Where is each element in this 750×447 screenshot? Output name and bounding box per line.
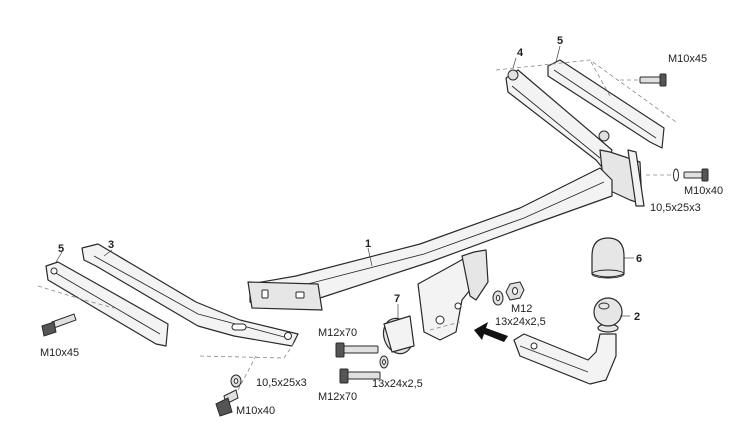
ball-cap-6 <box>591 237 625 279</box>
right-bracket-5 <box>547 59 665 149</box>
left-bracket-5 <box>45 261 169 347</box>
label-bolt-m10x45-left: M10x45 <box>40 347 79 359</box>
label-part-2: 2 <box>634 311 640 323</box>
ball-neck-2 <box>513 297 623 385</box>
washer-10-5-bottom <box>230 374 242 388</box>
bolt-m12x70-lower <box>339 368 381 384</box>
label-part-4: 4 <box>517 47 524 59</box>
label-part-7: 7 <box>394 293 400 305</box>
bolt-m10x45-left <box>41 313 77 337</box>
label-bolt-m10x45-top: M10x45 <box>668 53 707 65</box>
label-part-5-top: 5 <box>557 35 563 47</box>
label-nut-m12: M12 <box>511 303 532 315</box>
right-bracket-dash <box>495 59 677 123</box>
insert-direction-arrow <box>474 322 508 342</box>
left-bracket-dash <box>37 285 115 309</box>
label-washer-13-upper: 13x24x2,5 <box>495 316 546 328</box>
label-washer-10-5-bottom: 10,5x25x3 <box>256 377 307 389</box>
left-bracket-dash-2 <box>199 339 297 359</box>
label-part-6: 6 <box>636 253 642 265</box>
washer-13-upper <box>492 290 504 306</box>
washer-13-lower <box>379 355 389 369</box>
label-bolt-m10x40-bottom: M10x40 <box>236 405 275 417</box>
crossbar-1 <box>247 167 613 311</box>
ball-holder-bracket <box>417 249 489 341</box>
label-part-5-left: 5 <box>58 243 64 255</box>
label-bolt-m10x40-right: M10x40 <box>684 185 723 197</box>
label-washer-13-lower: 13x24x2,5 <box>372 378 423 390</box>
bolt-m10x40-bottom <box>215 389 239 417</box>
bolt-m12x70-upper <box>335 342 379 358</box>
label-bolt-m12x70-lower: M12x70 <box>318 391 357 403</box>
bolt-m10x45-top <box>639 73 667 87</box>
label-bolt-m12x70-upper: M12x70 <box>318 327 357 339</box>
left-bracket-3 <box>81 243 299 347</box>
label-part-1: 1 <box>365 238 371 250</box>
nut-m12 <box>505 281 525 301</box>
socket-plate-7 <box>382 315 415 355</box>
bolt-m10x40-right <box>673 168 709 182</box>
right-bracket-4 <box>505 69 613 173</box>
label-washer-10-5-right: 10,5x25x3 <box>650 202 701 214</box>
label-part-3: 3 <box>108 239 114 251</box>
